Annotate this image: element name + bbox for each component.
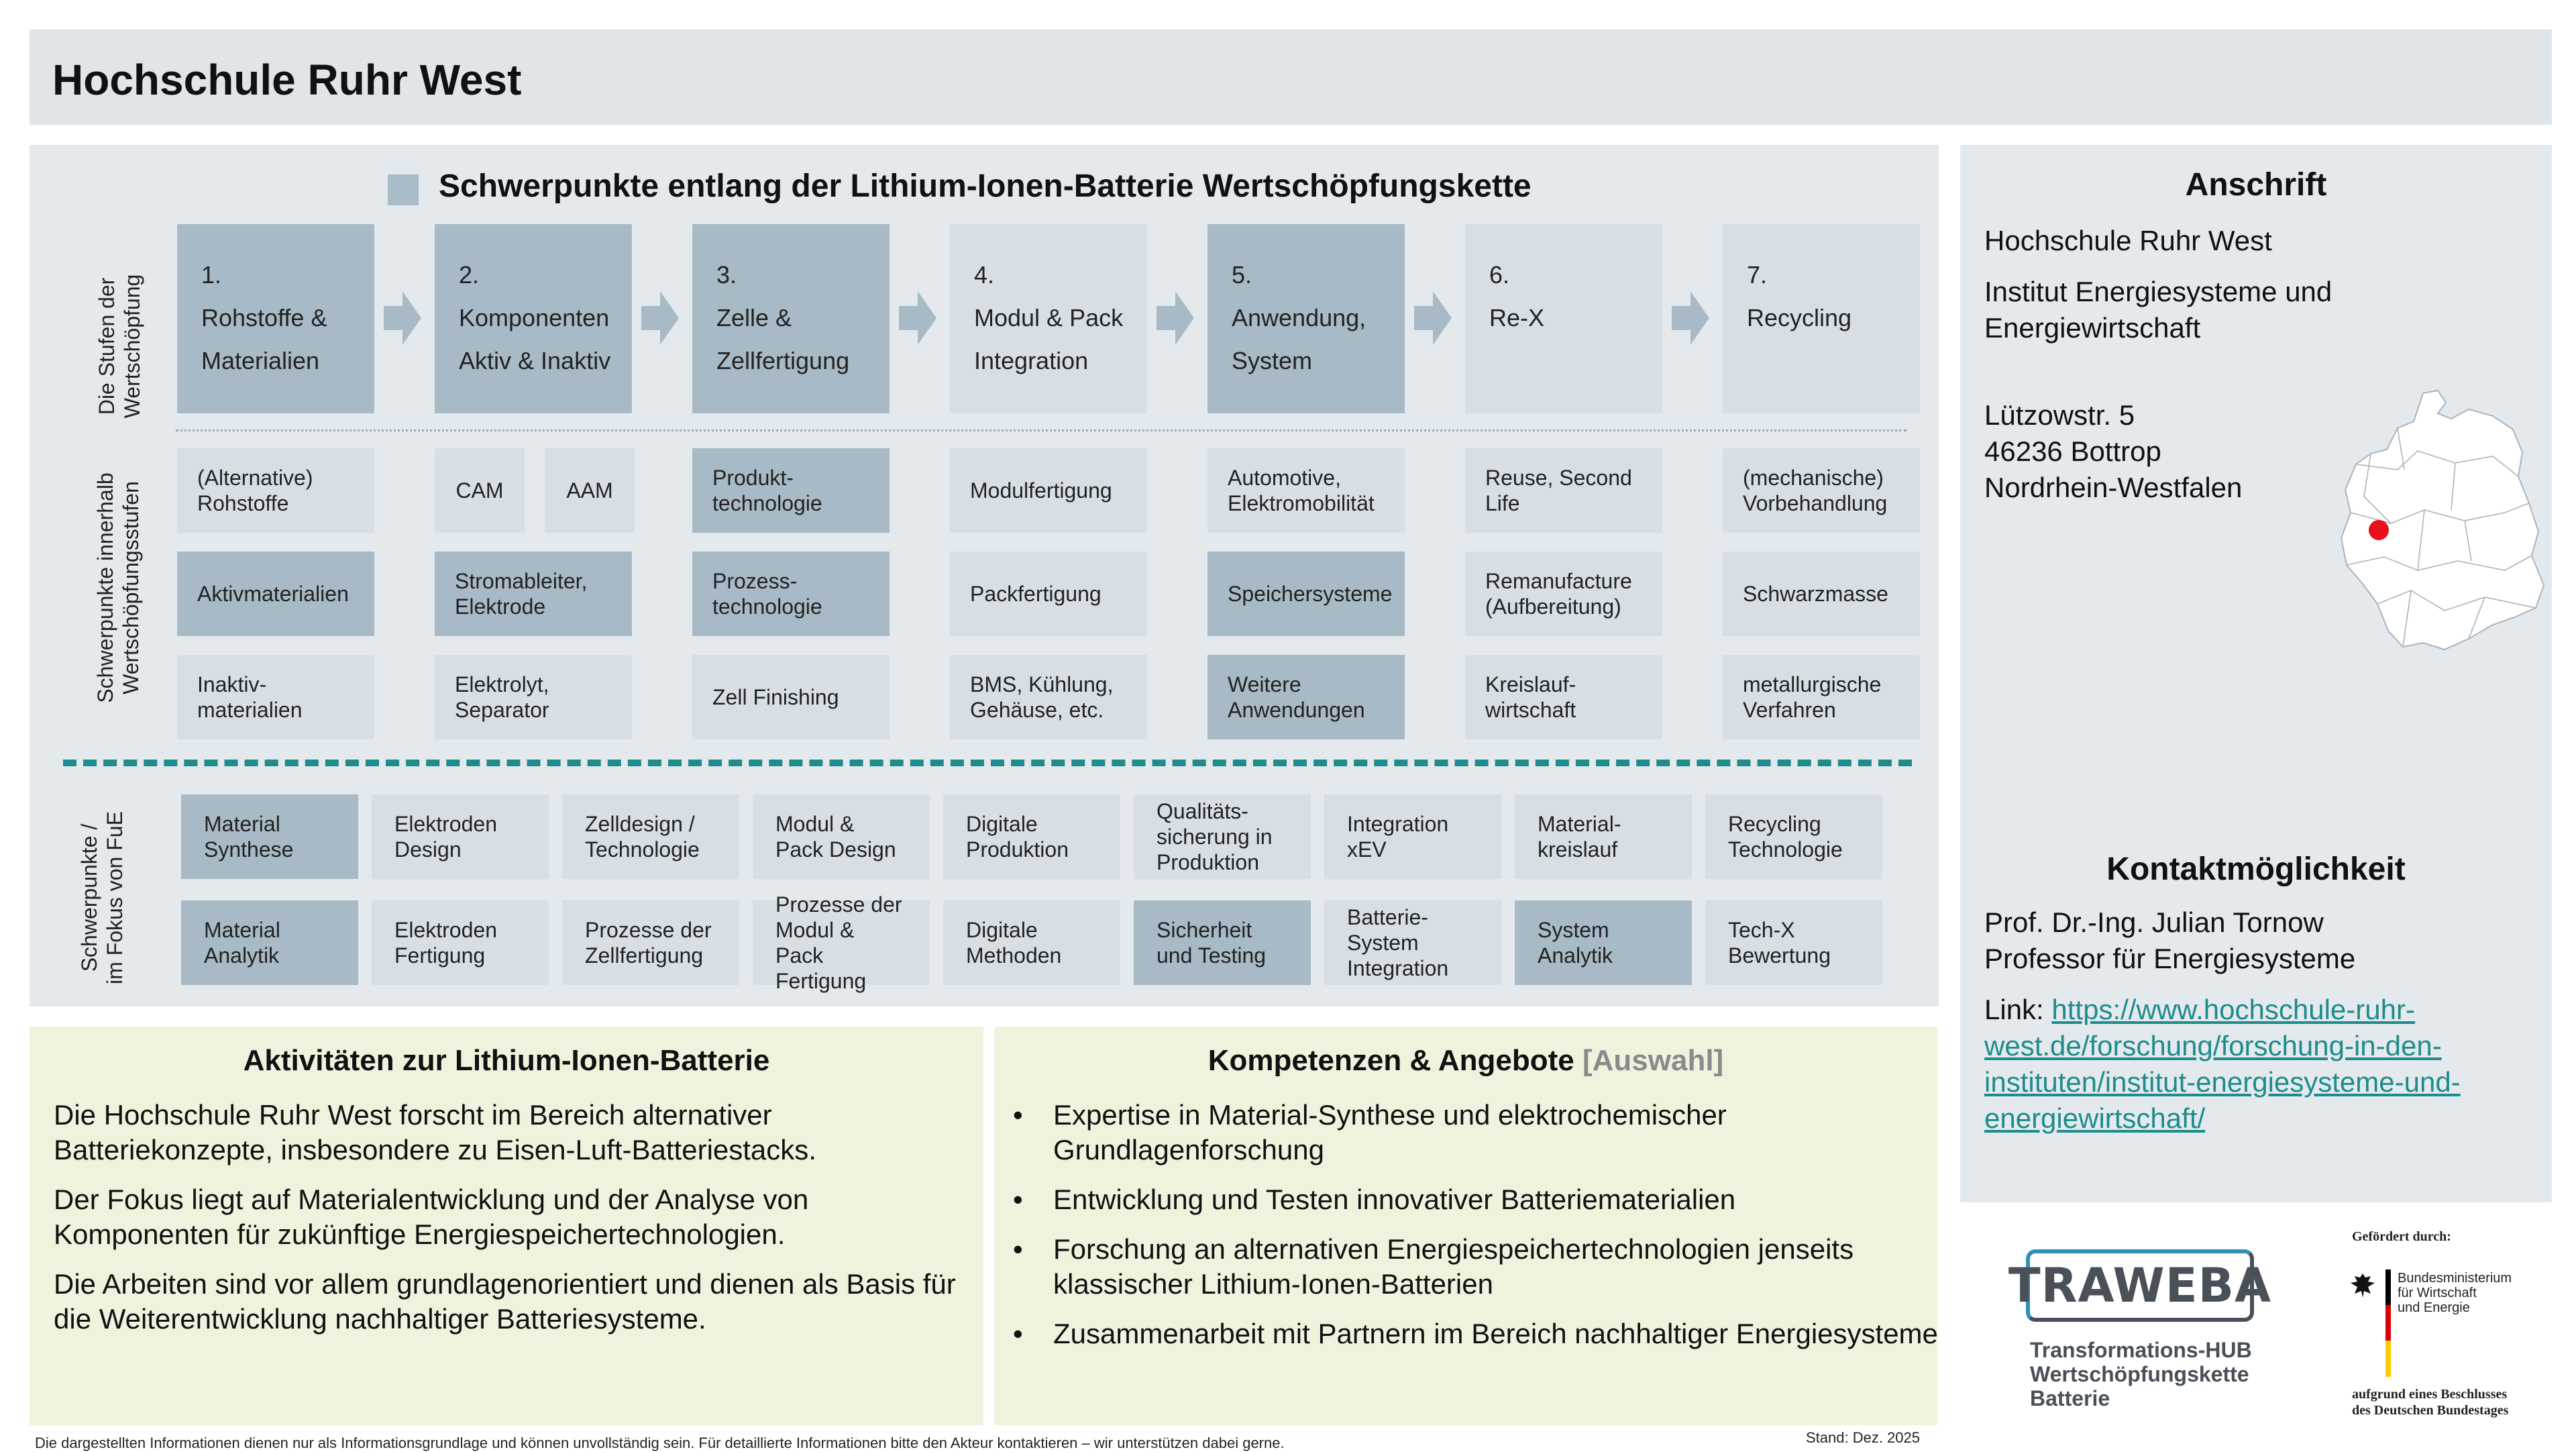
- stage-7: 7.Recycling: [1723, 224, 1920, 413]
- stage-1: 1.Rohstoffe &Materialien: [177, 224, 374, 413]
- kompetenzen-title: Kompetenzen & Angebote [Auswahl]: [1208, 1044, 1724, 1077]
- fue-cell: Material Analytik: [181, 900, 358, 985]
- aktivitaeten-text: Die Hochschule Ruhr West forscht im Bere…: [54, 1099, 956, 1335]
- fue-cell: Qualitäts-sicherung in Produktion: [1134, 794, 1311, 879]
- fue-cell: Recycling Technologie: [1705, 794, 1882, 879]
- focus-cell: Zell Finishing: [692, 655, 890, 739]
- focus-cell: Modulfertigung: [950, 448, 1147, 533]
- focus-cell: Packfertigung: [950, 552, 1147, 636]
- fue-cell: Sicherheit und Testing: [1134, 900, 1311, 985]
- stage-3: 3.Zelle &Zellfertigung: [692, 224, 890, 413]
- arrow-right-icon: [384, 291, 421, 345]
- arrow-right-icon: [641, 291, 679, 345]
- focus-cell: Reuse, Second Life: [1465, 448, 1662, 533]
- focus-cell: (Alternative) Rohstoffe: [177, 448, 374, 533]
- stand-date: Stand: Dez. 2025: [1806, 1429, 1921, 1446]
- germany-map: [2340, 389, 2545, 651]
- kompetenz-item: Forschung an alternativen Energiespeiche…: [1053, 1233, 1854, 1300]
- side-label-fue: Schwerpunkte /im Fokus von FuE: [77, 811, 127, 984]
- focus-cell: metallurgische Verfahren: [1723, 655, 1920, 739]
- arrow-right-icon: [899, 291, 936, 345]
- stage-6: 6.Re-X: [1465, 224, 1662, 413]
- website-link[interactable]: west.de/forschung/forschung-in-den-: [1984, 1030, 2442, 1061]
- fue-cell: Elektroden Design: [372, 794, 549, 879]
- page-header: Hochschule Ruhr West: [30, 30, 2552, 125]
- aktivitaeten-title: Aktivitäten zur Lithium-Ionen-Batterie: [243, 1044, 770, 1077]
- focus-cell: Produkt-technologie: [692, 448, 890, 533]
- funding-label: Gefördert durch:: [2352, 1229, 2451, 1244]
- website-link[interactable]: https://www.hochschule-ruhr-: [2051, 994, 2415, 1025]
- kompetenzen-panel: [994, 1027, 1937, 1425]
- fue-cell: Integration xEV: [1324, 794, 1501, 879]
- fue-cell: System Analytik: [1515, 900, 1692, 985]
- website-link[interactable]: instituten/institut-energiesysteme-und-: [1984, 1066, 2461, 1098]
- focus-cell: Remanufacture (Aufbereitung): [1465, 552, 1662, 636]
- value-chain-title: Schwerpunkte entlang der Lithium-Ionen-B…: [439, 168, 1532, 204]
- flag-stripe: [2385, 1269, 2391, 1377]
- page-title: Hochschule Ruhr West: [52, 56, 522, 104]
- focus-cell: Prozess-technologie: [692, 552, 890, 636]
- contact-link-block: Link: https://www.hochschule-ruhr- west.…: [1984, 994, 2461, 1134]
- focus-cell: CAM: [435, 448, 525, 533]
- fue-divider: [63, 760, 1912, 766]
- kompetenz-item: Expertise in Material-Synthese und elekt…: [1053, 1099, 1727, 1165]
- fue-cell: Material Synthese: [181, 794, 358, 879]
- kompetenz-item: Zusammenarbeit mit Partnern im Bereich n…: [1053, 1318, 1938, 1349]
- kompetenz-item: •: [1013, 1184, 1023, 1215]
- focus-cell: Schwarzmasse: [1723, 552, 1920, 636]
- disclaimer: Die dargestellten Informationen dienen n…: [35, 1435, 1285, 1451]
- contact-panel: [1960, 145, 2552, 1202]
- focus-cell: BMS, Kühlung, Gehäuse, etc.: [950, 655, 1147, 739]
- focus-cell: Stromableiter, Elektrode: [435, 552, 632, 636]
- focus-cell: AAM: [545, 448, 635, 533]
- stage-5: 5.Anwendung,System: [1208, 224, 1405, 413]
- arrow-right-icon: [1414, 291, 1452, 345]
- fue-cell: Elektroden Fertigung: [372, 900, 549, 985]
- fue-cell: Batterie-System Integration: [1324, 900, 1501, 985]
- focus-cell: Weitere Anwendungen: [1208, 655, 1405, 739]
- title-square-icon: [388, 174, 419, 205]
- fue-cell: Digitale Methoden: [943, 900, 1120, 985]
- focus-cell: Elektrolyt, Separator: [435, 655, 632, 739]
- focus-cell: Automotive, Elektromobilität: [1208, 448, 1405, 533]
- institution-name: Hochschule Ruhr West: [1984, 225, 2272, 256]
- focus-cell: Kreislauf-wirtschaft: [1465, 655, 1662, 739]
- fue-cell: Prozesse der Zellfertigung: [562, 900, 739, 985]
- fue-cell: Tech-X Bewertung: [1705, 900, 1882, 985]
- focus-cell: Speichersysteme: [1208, 552, 1405, 636]
- arrow-right-icon: [1672, 291, 1709, 345]
- website-link[interactable]: energiewirtschaft/: [1984, 1102, 2206, 1134]
- aktivitaeten-panel: [30, 1027, 983, 1425]
- kontakt-title: Kontaktmöglichkeit: [2106, 851, 2406, 887]
- kompetenz-item: •: [1013, 1233, 1023, 1265]
- kompetenz-item: •: [1013, 1099, 1023, 1131]
- traweba-logo: TRAWEBA: [2008, 1249, 2271, 1322]
- fue-cell: Modul & Pack Design: [753, 794, 930, 879]
- focus-cell: (mechanische) Vorbehandlung: [1723, 448, 1920, 533]
- arrow-right-icon: [1157, 291, 1194, 345]
- anschrift-title: Anschrift: [2185, 167, 2327, 203]
- stage-divider: [176, 429, 1907, 431]
- fue-cell: Prozesse der Modul & Pack Fertigung: [753, 892, 930, 993]
- fue-cell: Digitale Produktion: [943, 794, 1120, 879]
- kompetenz-item: •: [1013, 1318, 1023, 1349]
- focus-cell: Aktivmaterialien: [177, 552, 374, 636]
- kompetenz-item: Entwicklung und Testen innovativer Batte…: [1053, 1184, 1736, 1215]
- federal-eagle-icon: [2351, 1274, 2375, 1298]
- focus-cell: Inaktiv-materialien: [177, 655, 374, 739]
- fue-cell: Material-kreislauf: [1515, 794, 1692, 879]
- fue-cell: Zelldesign / Technologie: [562, 794, 739, 879]
